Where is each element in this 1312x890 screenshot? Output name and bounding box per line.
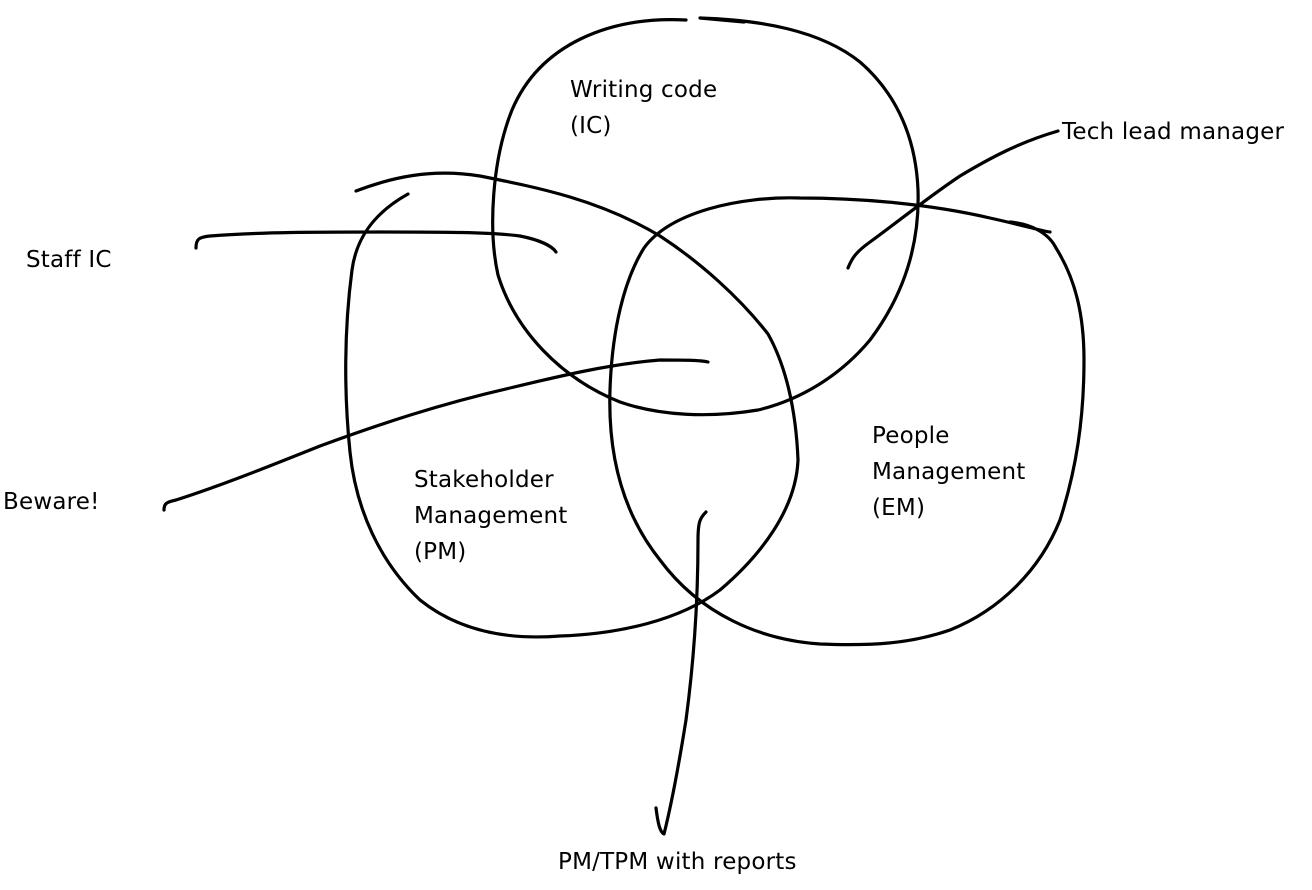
writing-code-label: Writing code (IC) [570,72,717,144]
writing-code-abbr: (IC) [570,113,612,139]
beware-pointer [162,358,710,512]
writing-code-title: Writing code [570,77,718,103]
stakeholder-management-title-line2: Management [414,503,568,529]
pm-tpm-with-reports-pointer [654,510,708,836]
beware-label: Beware! [3,489,100,515]
people-management-abbr: (EM) [872,495,926,521]
staff-ic-label: Staff IC [26,247,112,273]
writing-code-circle [491,16,920,417]
people-management-title-line2: Management [872,459,1026,485]
staff-ic-pointer [194,230,558,254]
people-management-title-line1: People [872,423,950,449]
stakeholder-management-title-line1: Stakeholder [414,467,554,493]
people-management-circle [608,196,1086,647]
people-management-label: People Management (EM) [872,418,1026,526]
stakeholder-management-label: Stakeholder Management (PM) [414,462,568,570]
tech-lead-manager-pointer [846,129,1060,270]
stakeholder-management-abbr: (PM) [414,539,467,565]
pm-tpm-with-reports-label: PM/TPM with reports [558,849,797,875]
stakeholder-management-circle [344,171,800,639]
tech-lead-manager-label: Tech lead manager [1062,119,1285,145]
